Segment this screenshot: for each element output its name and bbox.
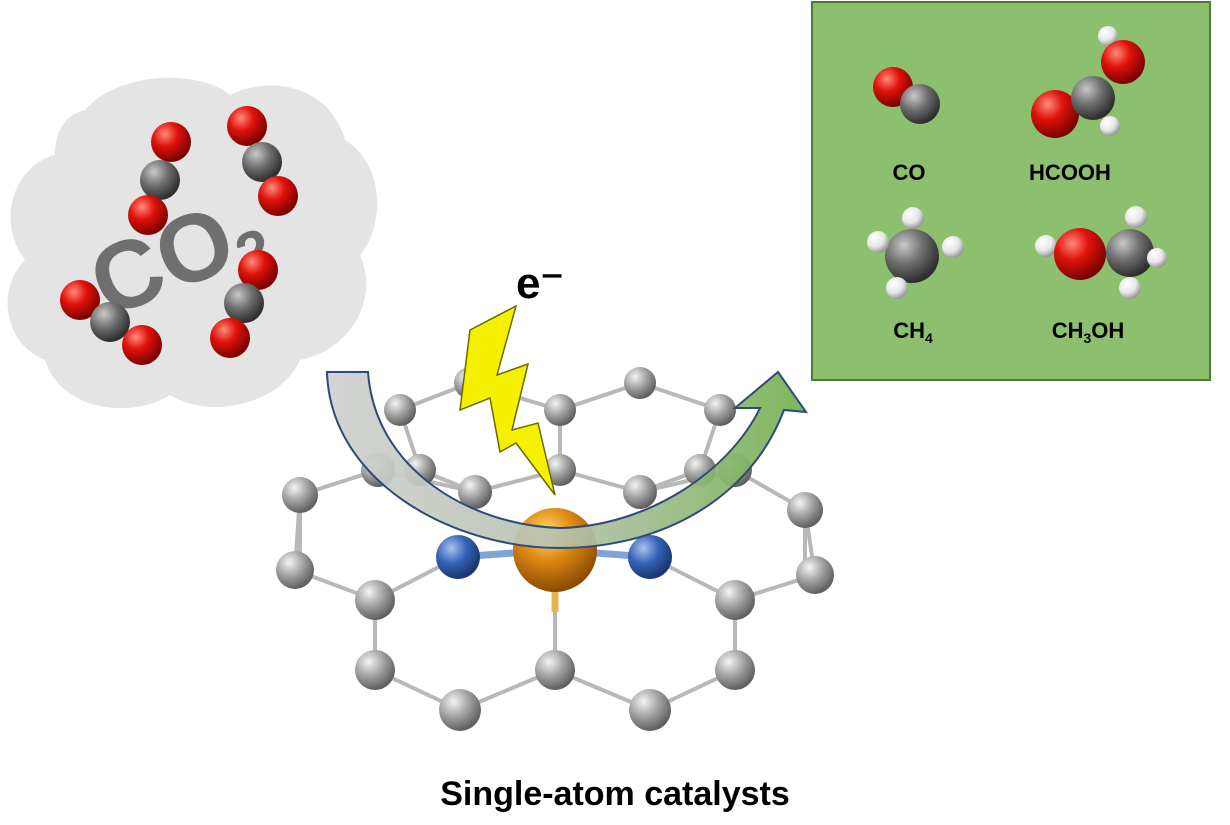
product-label-ch4: CH4 <box>893 318 933 346</box>
oxygen-atom <box>238 250 278 290</box>
carbon-atom <box>224 283 264 323</box>
lightning-bolt-icon <box>459 304 556 496</box>
oxygen-atom <box>60 280 100 320</box>
carbon-atom <box>355 580 395 620</box>
hydrogen-atom <box>1119 277 1141 299</box>
oxygen-atom <box>1054 228 1106 280</box>
hcooh-molecule <box>1031 26 1145 138</box>
oxygen-atom <box>128 195 168 235</box>
carbon-atom <box>885 229 939 283</box>
carbon-atom <box>787 492 823 528</box>
ch3oh-molecule <box>1035 206 1167 299</box>
product-label-co: CO <box>892 160 926 185</box>
carbon-atom <box>384 394 416 426</box>
co-molecule <box>873 67 940 124</box>
carbon-atom <box>715 650 755 690</box>
oxygen-atom <box>210 318 250 358</box>
electron-label: e⁻ <box>516 259 564 308</box>
co2-molecule <box>128 122 191 235</box>
carbon-atom <box>1106 229 1154 277</box>
oxygen-atom <box>1031 90 1079 138</box>
carbon-atom <box>704 394 736 426</box>
carbon-atom <box>535 650 575 690</box>
hydrogen-atom <box>1098 26 1118 46</box>
carbon-atom <box>276 551 314 589</box>
nitrogen-atom <box>436 535 480 579</box>
product-label-ch3oh: CH3OH <box>1051 318 1125 346</box>
carbon-atom <box>544 454 576 486</box>
carbon-atom <box>629 689 671 731</box>
product-label-hcooh: HCOOH <box>1029 160 1111 185</box>
carbon-atom <box>140 160 180 200</box>
hydrogen-atom <box>1125 206 1147 228</box>
oxygen-atom <box>258 176 298 216</box>
carbon-atom <box>715 580 755 620</box>
nitrogen-atom <box>628 535 672 579</box>
oxygen-atom <box>1101 40 1145 84</box>
carbon-atom <box>458 475 492 509</box>
hydrogen-atom <box>1147 248 1167 268</box>
oxygen-atom <box>122 325 162 365</box>
reaction-arrow <box>325 370 809 550</box>
carbon-atom <box>439 689 481 731</box>
hydrogen-atom <box>942 236 964 258</box>
co2-molecule <box>227 106 298 216</box>
hydrogen-atom <box>886 277 908 299</box>
figure-caption: Single-atom catalysts <box>440 775 790 813</box>
carbon-atom <box>796 556 834 594</box>
carbon-atom <box>900 84 940 124</box>
products-panel <box>811 1 1211 381</box>
hydrogen-atom <box>867 231 889 253</box>
carbon-atom <box>544 394 576 426</box>
co2-molecule <box>60 280 162 365</box>
carbon-atom <box>1071 76 1115 120</box>
co2-cloud: CO2 <box>7 77 378 409</box>
hydrogen-atom <box>902 207 924 229</box>
carbon-atom <box>90 302 130 342</box>
carbon-atom <box>282 477 318 513</box>
ch4-molecule <box>867 207 964 299</box>
carbon-atom <box>624 367 656 399</box>
co2-molecule <box>210 250 278 358</box>
oxygen-atom <box>151 122 191 162</box>
metal-single-atom <box>513 508 597 592</box>
carbon-atom <box>242 142 282 182</box>
carbon-atom <box>623 475 657 509</box>
hydrogen-atom <box>1100 116 1120 136</box>
carbon-atom <box>355 650 395 690</box>
hydrogen-atom <box>1035 235 1057 257</box>
oxygen-atom <box>227 106 267 146</box>
